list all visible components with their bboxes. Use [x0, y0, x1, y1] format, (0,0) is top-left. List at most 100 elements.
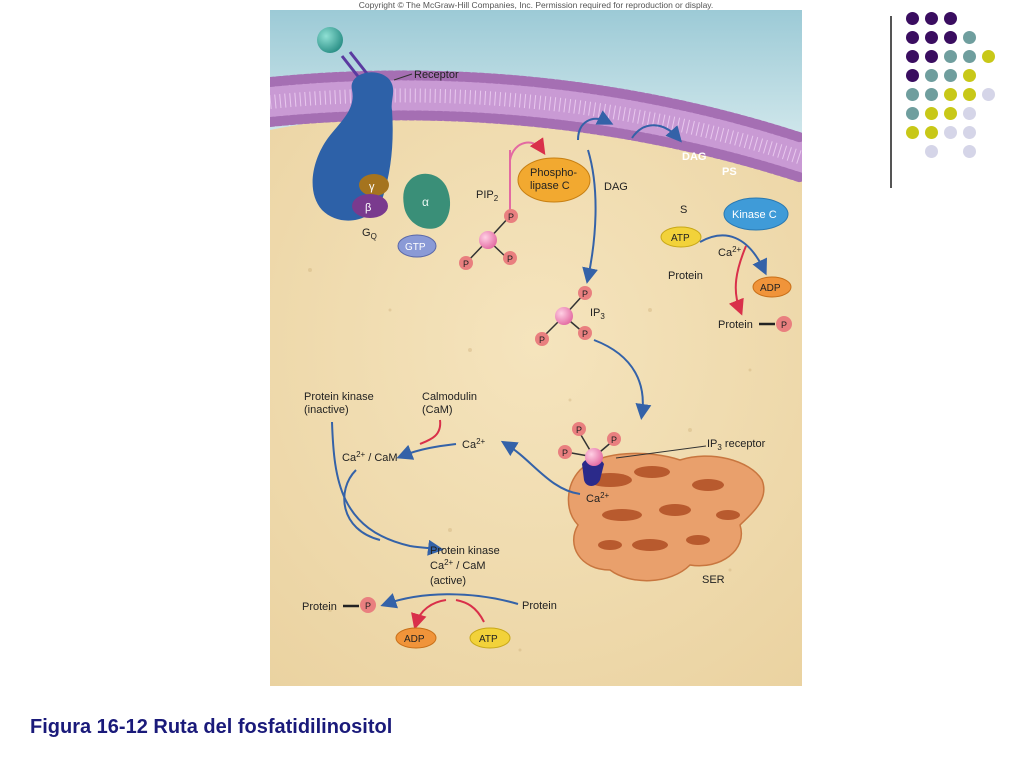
adp-pkc — [752, 276, 792, 298]
ip3-to-ser-arrow — [593, 339, 652, 420]
atp-pkc-label: ATP — [671, 233, 690, 244]
decorative-dot — [906, 88, 919, 101]
pkc-protein-arrow — [728, 245, 747, 316]
ser-label: SER — [702, 574, 725, 586]
gtp-label: GTP — [405, 242, 426, 253]
plc-label-1: Phospho- — [530, 167, 577, 179]
kinase-c — [723, 197, 789, 231]
pip2-label: PIP2 — [476, 189, 499, 203]
decorative-dot — [925, 107, 938, 120]
g-alpha-subunit — [403, 173, 451, 229]
adp-bottom-label: ADP — [404, 634, 425, 645]
plc-to-ip3-arrow — [582, 149, 598, 284]
gamma-label: γ — [369, 181, 375, 193]
phosphorylation-arrow — [380, 593, 519, 609]
pip2-to-plc-arrow — [509, 137, 546, 161]
pip2-phosphate-3 — [503, 251, 517, 265]
decorative-dot — [944, 12, 957, 25]
ligand-molecule — [317, 27, 343, 53]
ca-to-cam-arrow — [396, 443, 457, 460]
adp-out-arrow — [411, 599, 447, 630]
ip3-label: IP3 — [590, 307, 605, 321]
ca2-pkc-label: Ca2+ — [718, 245, 742, 259]
decorative-dot — [906, 50, 919, 63]
atp-pkc — [660, 226, 702, 248]
svg-text:P: P — [582, 329, 588, 339]
phosphatidylinositol-diagram: Receptor γ β α GQ GTP PIP2 P P P Phospho… — [270, 10, 802, 686]
decorative-dot — [963, 126, 976, 139]
phospholipase-c — [517, 157, 591, 203]
bound-ip3 — [585, 448, 603, 466]
calmodulin-arrow — [419, 419, 442, 445]
adp-bottom — [395, 627, 437, 649]
decorative-dot — [944, 31, 957, 44]
svg-text:P: P — [507, 254, 513, 264]
atp-in-arrow — [455, 599, 485, 623]
decorative-dot — [944, 69, 957, 82]
protein-bottom-label: Protein — [522, 600, 557, 612]
ca-cam-label: Ca2+ / CaM — [342, 450, 398, 464]
adp-pkc-label: ADP — [760, 283, 781, 294]
ip3-receptor-channel — [582, 458, 604, 486]
atp-bottom — [469, 627, 511, 649]
decorative-dot — [925, 69, 938, 82]
svg-text:P: P — [508, 212, 514, 222]
pk-active-label-3: (active) — [430, 575, 466, 587]
pk-active-label-1: Protein kinase — [430, 545, 500, 557]
decorative-dot — [944, 107, 957, 120]
decorative-dot — [963, 145, 976, 158]
protein-pkc-label: Protein — [668, 270, 703, 282]
smooth-er — [567, 452, 765, 582]
pk-inactive-label-2: (inactive) — [304, 404, 349, 416]
alpha-label: α — [422, 195, 429, 209]
decorative-dot — [906, 126, 919, 139]
ip3-phosphate-2 — [535, 332, 549, 346]
pip2-phosphate-2 — [459, 256, 473, 270]
decorative-dot — [906, 12, 919, 25]
decorative-dot — [925, 12, 938, 25]
decorative-dot — [925, 126, 938, 139]
protein-p-label: Protein — [718, 319, 753, 331]
atp-bottom-label: ATP — [479, 634, 498, 645]
pk-activation-arrow — [331, 421, 444, 556]
svg-text:P: P — [611, 435, 617, 445]
calmodulin-label-1: Calmodulin — [422, 391, 477, 403]
membrane-outer-heads — [270, 70, 802, 143]
ca2-ser-label: Ca2+ — [586, 491, 610, 505]
plasma-membrane — [270, 75, 802, 178]
svg-text:P: P — [463, 259, 469, 269]
ip3-receptor-label: IP3 receptor — [707, 438, 766, 452]
pip2-phosphate-1 — [504, 209, 518, 223]
figure-caption: Figura 16-12 Ruta del fosfatidilinositol — [30, 716, 393, 738]
s-label: S — [680, 204, 687, 216]
decorative-dot — [925, 145, 938, 158]
decorative-dot — [963, 107, 976, 120]
dag-arrow — [577, 110, 614, 141]
decorative-dot — [963, 50, 976, 63]
pk-active-label-2: Ca2+ / CaM — [430, 558, 486, 572]
svg-text:P: P — [562, 448, 568, 458]
ip3-phosphate-1 — [578, 286, 592, 300]
gtp-molecule — [397, 234, 437, 258]
gq-label: GQ — [362, 227, 377, 241]
ps-label: PS — [722, 166, 737, 178]
svg-text:P: P — [781, 320, 787, 330]
kinase-c-label: Kinase C — [732, 209, 777, 221]
calmodulin-label-2: (CaM) — [422, 404, 453, 416]
decorative-dot — [906, 107, 919, 120]
svg-text:P: P — [539, 335, 545, 345]
receptor-label: Receptor — [414, 69, 459, 81]
protein-phosphate-bottom — [360, 597, 376, 613]
pip2-inositol — [479, 231, 497, 249]
decorative-dot — [982, 88, 995, 101]
decorative-dot — [944, 50, 957, 63]
decorative-dot — [906, 31, 919, 44]
decorative-dot — [925, 88, 938, 101]
g-gamma-subunit — [359, 174, 389, 196]
dag-label: DAG — [604, 181, 628, 193]
cytoplasm-texture — [308, 268, 752, 652]
beta-label: β — [365, 202, 371, 214]
diagram-panel: Receptor γ β α GQ GTP PIP2 P P P Phospho… — [270, 10, 802, 686]
copyright-notice: Copyright © The McGraw-Hill Companies, I… — [358, 0, 714, 10]
decorative-dot — [963, 69, 976, 82]
